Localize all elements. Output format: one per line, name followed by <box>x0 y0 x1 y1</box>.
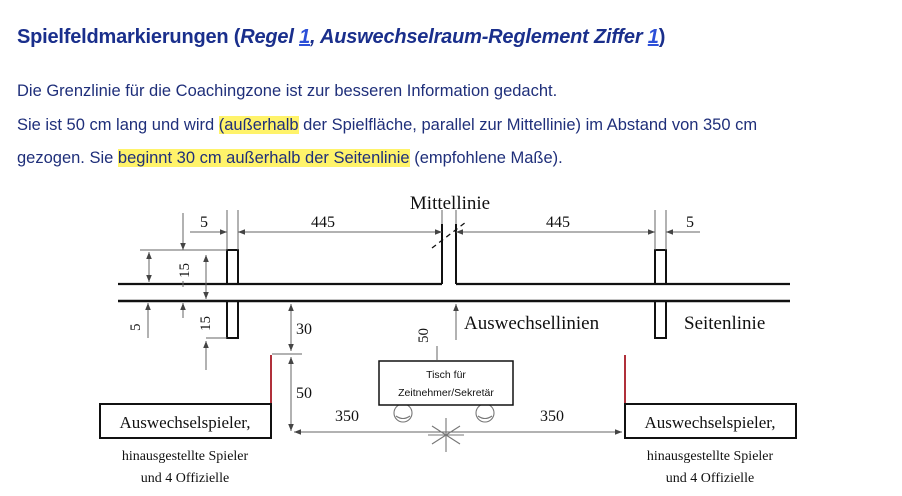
substitutes-box-left <box>99 403 272 439</box>
substitution-lines-label: Auswechsellinien <box>464 313 600 334</box>
dim-350-left: 350 <box>335 408 359 425</box>
center-line-break <box>431 221 467 249</box>
dim-50-table: 50 <box>416 328 432 343</box>
dim-30: 30 <box>296 321 312 338</box>
sub-mark-right-top <box>654 249 667 285</box>
dim-5-right: 5 <box>686 214 694 231</box>
dim-50: 50 <box>296 385 312 402</box>
center-line-label: Mittellinie <box>410 193 490 214</box>
regel-link[interactable]: 1 <box>299 26 310 48</box>
sideline-label: Seitenlinie <box>684 313 765 334</box>
sub-right-line2: und 4 Offizielle <box>666 471 754 486</box>
dim-445-left: 445 <box>311 214 335 231</box>
para3-text-b: (empfohlene Maße). <box>409 149 563 167</box>
page-heading: Spielfeldmarkierungen (Regel 1, Auswechs… <box>17 26 665 49</box>
dim-15-bottom: 15 <box>198 316 214 331</box>
reglement-link[interactable]: 1 <box>647 26 659 48</box>
sub-left-line2: und 4 Offizielle <box>141 471 229 486</box>
heading-sep: , <box>310 26 320 48</box>
para3-highlight: beginnt 30 cm außerhalb der Seitenlinie <box>117 149 410 167</box>
dim-5-side: 5 <box>128 324 144 332</box>
para3-text-a: gezogen. Sie <box>17 149 118 167</box>
dim-5-left: 5 <box>200 214 208 231</box>
heading-reglement: Auswechselraum-Reglement Ziffer <box>319 26 648 48</box>
table-label-line1: Tisch für <box>426 369 466 381</box>
sub-left-line1: hinausgestellte Spieler <box>122 449 249 464</box>
paragraph-intro: Die Grenzlinie für die Coachingzone ist … <box>17 82 558 100</box>
paragraph-line-2: Sie ist 50 cm lang und wird (außerhalb d… <box>17 116 757 135</box>
substitutes-right-label: Auswechselspieler, <box>644 413 775 432</box>
dim-445-right: 445 <box>546 214 570 231</box>
timekeeper-table <box>378 360 514 406</box>
sub-right-line1: hinausgestellte Spieler <box>647 449 774 464</box>
para2-text-a: Sie ist 50 cm lang und wird <box>17 116 219 134</box>
sub-mark-right-bottom <box>654 300 667 339</box>
substitutes-box-right <box>624 403 797 439</box>
table-label-line2: Zeitnehmer/Sekretär <box>398 387 494 399</box>
heading-prefix: Spielfeldmarkierungen ( <box>17 26 241 48</box>
paragraph-line-3: gezogen. Sie beginnt 30 cm außerhalb der… <box>17 149 563 168</box>
dim-350-right: 350 <box>540 408 564 425</box>
sub-mark-left-top <box>226 249 239 285</box>
sub-mark-left-bottom <box>226 300 239 339</box>
substitutes-left-label: Auswechselspieler, <box>119 413 250 432</box>
para2-text-b: der Spielfläche, parallel zur Mittellini… <box>298 116 758 134</box>
para2-highlight: (außerhalb <box>218 116 299 134</box>
heading-regel: Regel <box>240 26 300 48</box>
dim-15-top: 15 <box>177 263 193 278</box>
table-area-symbols <box>393 403 495 452</box>
heading-suffix: ) <box>658 26 666 48</box>
